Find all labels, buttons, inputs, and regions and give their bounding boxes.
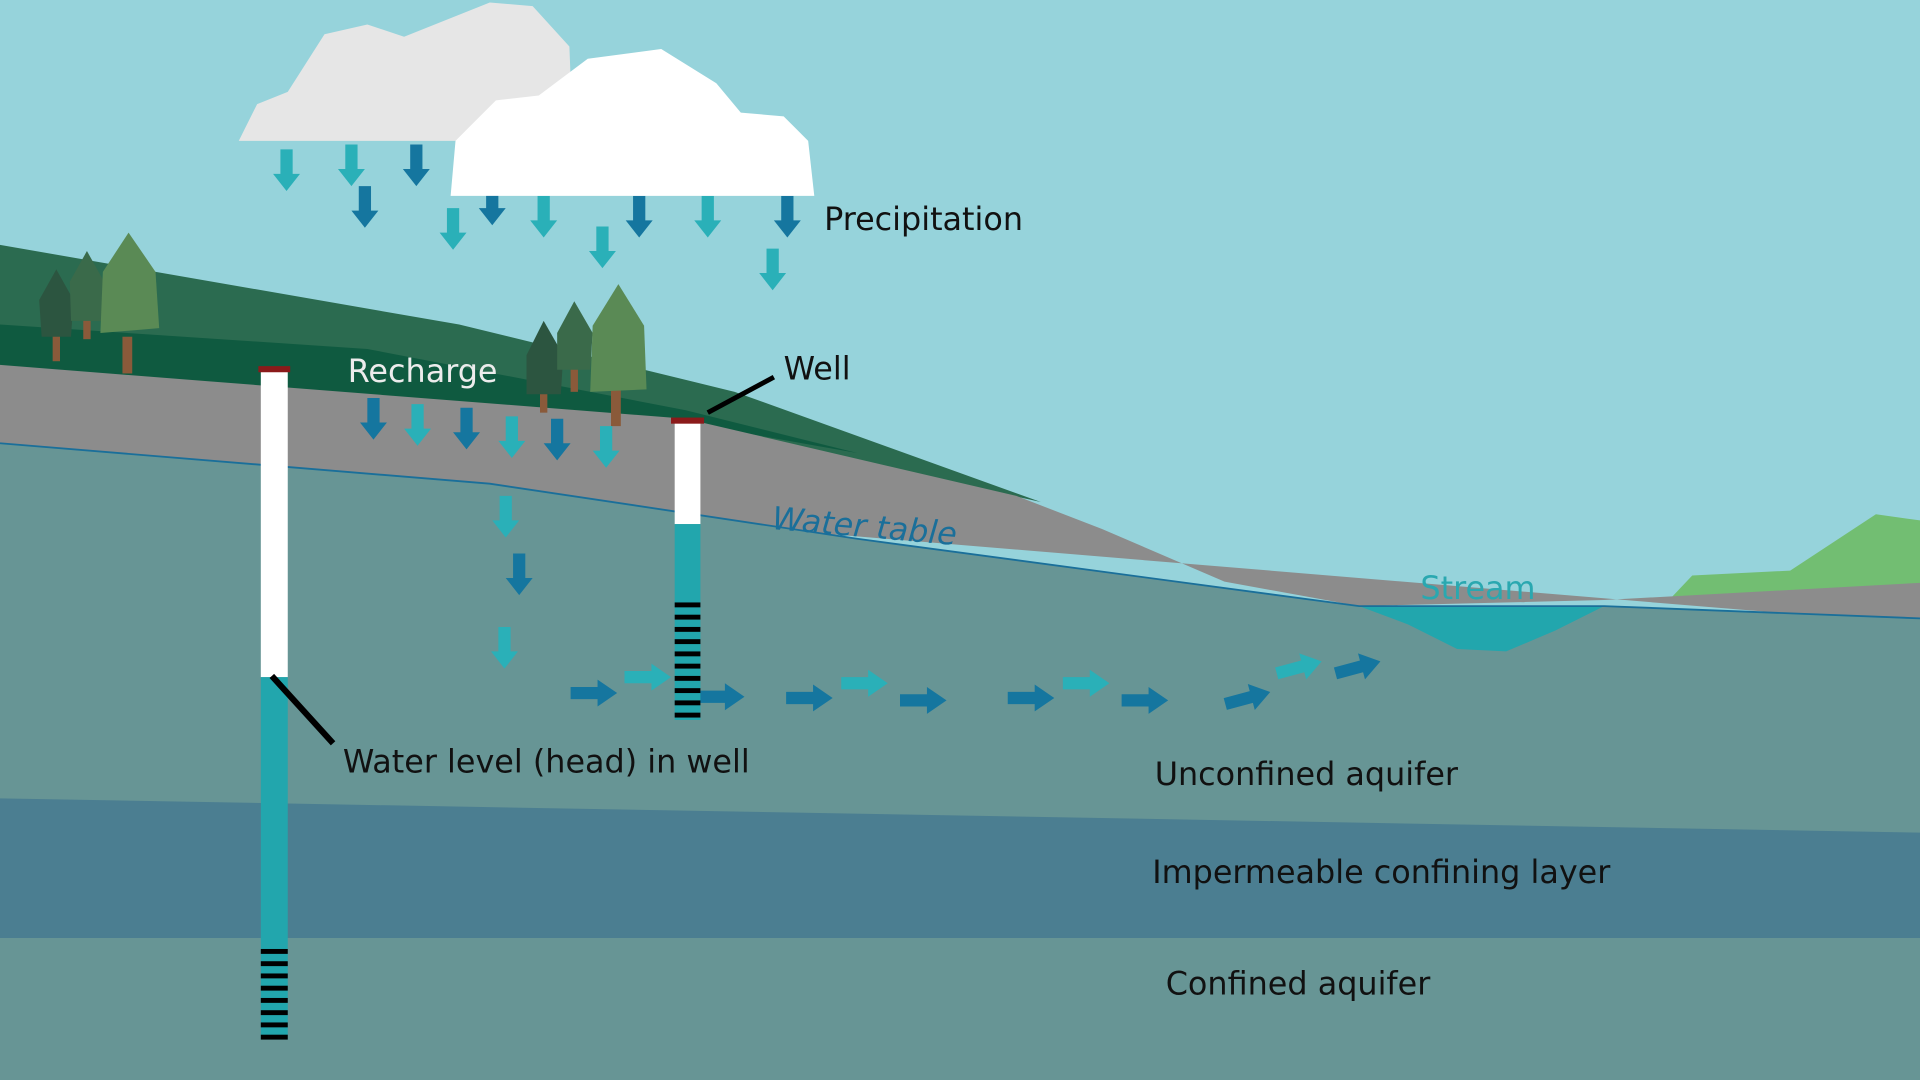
right-arrow-icon [624, 663, 672, 691]
label-confining-layer: Impermeable confining layer [1152, 853, 1611, 891]
screen-slot [674, 663, 701, 669]
right-arrow-icon [841, 669, 888, 697]
down-arrow-icon [404, 404, 432, 446]
down-arrow-icon [694, 195, 722, 238]
right-arrow-icon [1121, 686, 1169, 714]
down-arrow-icon [543, 418, 571, 461]
confining-layer [0, 798, 1920, 938]
down-arrow-icon [592, 426, 620, 468]
down-arrow-icon [773, 195, 801, 238]
down-arrow-icon [492, 495, 520, 538]
right-arrow-icon [570, 679, 618, 707]
right-arrow-icon [697, 683, 745, 711]
down-arrow-icon [402, 144, 430, 187]
ground-soil [0, 364, 1920, 625]
down-arrow-icon [625, 195, 653, 238]
well-cap [258, 366, 291, 373]
well-right [671, 417, 705, 720]
down-arrow-icon [505, 553, 533, 596]
down-arrow-icon [453, 407, 480, 450]
label-recharge: Recharge [348, 352, 498, 390]
label-well: Well [784, 350, 851, 388]
well-screens [260, 602, 701, 1040]
screen-slot [674, 700, 701, 706]
right-arrow-icon [1333, 653, 1381, 680]
down-arrow-icon [588, 226, 616, 269]
right-arrow-icon [1275, 653, 1322, 680]
down-arrow-icon [498, 416, 526, 458]
well-left [258, 366, 291, 1040]
screen-slot [260, 1022, 288, 1028]
hill-grass-dark [0, 324, 858, 454]
label-precipitation: Precipitation [824, 200, 1023, 238]
down-arrow-icon [439, 208, 467, 250]
screen-slot [260, 1034, 288, 1040]
stream-water [1359, 606, 1605, 652]
cloud-front [450, 48, 815, 196]
screen-slot [674, 614, 701, 620]
right-arrow-icon [1007, 684, 1055, 712]
screen-slot [260, 961, 288, 967]
right-hill [1671, 514, 1920, 598]
down-arrow-icon [351, 186, 379, 228]
screen-slot [674, 688, 701, 694]
down-arrow-icon [530, 195, 558, 238]
screen-slot [674, 626, 701, 632]
label-stream: Stream [1420, 569, 1535, 607]
label-confined-aquifer: Confined aquifer [1166, 964, 1432, 1002]
right-arrow-icon [1223, 683, 1271, 711]
down-arrow-icon [491, 626, 518, 669]
trees [39, 232, 647, 427]
water-table-line [0, 442, 1920, 620]
screen-slot [260, 973, 288, 979]
screen-slot [674, 651, 701, 657]
screen-slot [260, 1010, 288, 1016]
screen-slot [260, 985, 288, 991]
well-cap [671, 417, 705, 424]
leader-well [706, 374, 776, 415]
right-arrow-icon [900, 686, 947, 714]
right-arrow-icon [786, 684, 833, 712]
label-water-level: Water level (head) in well [343, 743, 750, 781]
down-arrow-icon [273, 149, 300, 192]
cloud-back [238, 2, 574, 141]
screen-slot [674, 675, 701, 681]
right-arrow-icon [1062, 669, 1110, 697]
screen-slot [674, 712, 701, 718]
leader-water-level [269, 673, 336, 746]
down-arrow-icon [759, 248, 787, 291]
screen-slot [674, 602, 701, 608]
flow-arrows [273, 144, 1381, 714]
screen-slot [260, 948, 288, 954]
down-arrow-icon [360, 397, 387, 440]
screen-slot [674, 639, 701, 645]
screen-slot [260, 997, 288, 1003]
down-arrow-icon [478, 183, 506, 226]
down-arrow-icon [337, 144, 365, 187]
label-unconfined-aquifer: Unconfined aquifer [1155, 755, 1459, 793]
